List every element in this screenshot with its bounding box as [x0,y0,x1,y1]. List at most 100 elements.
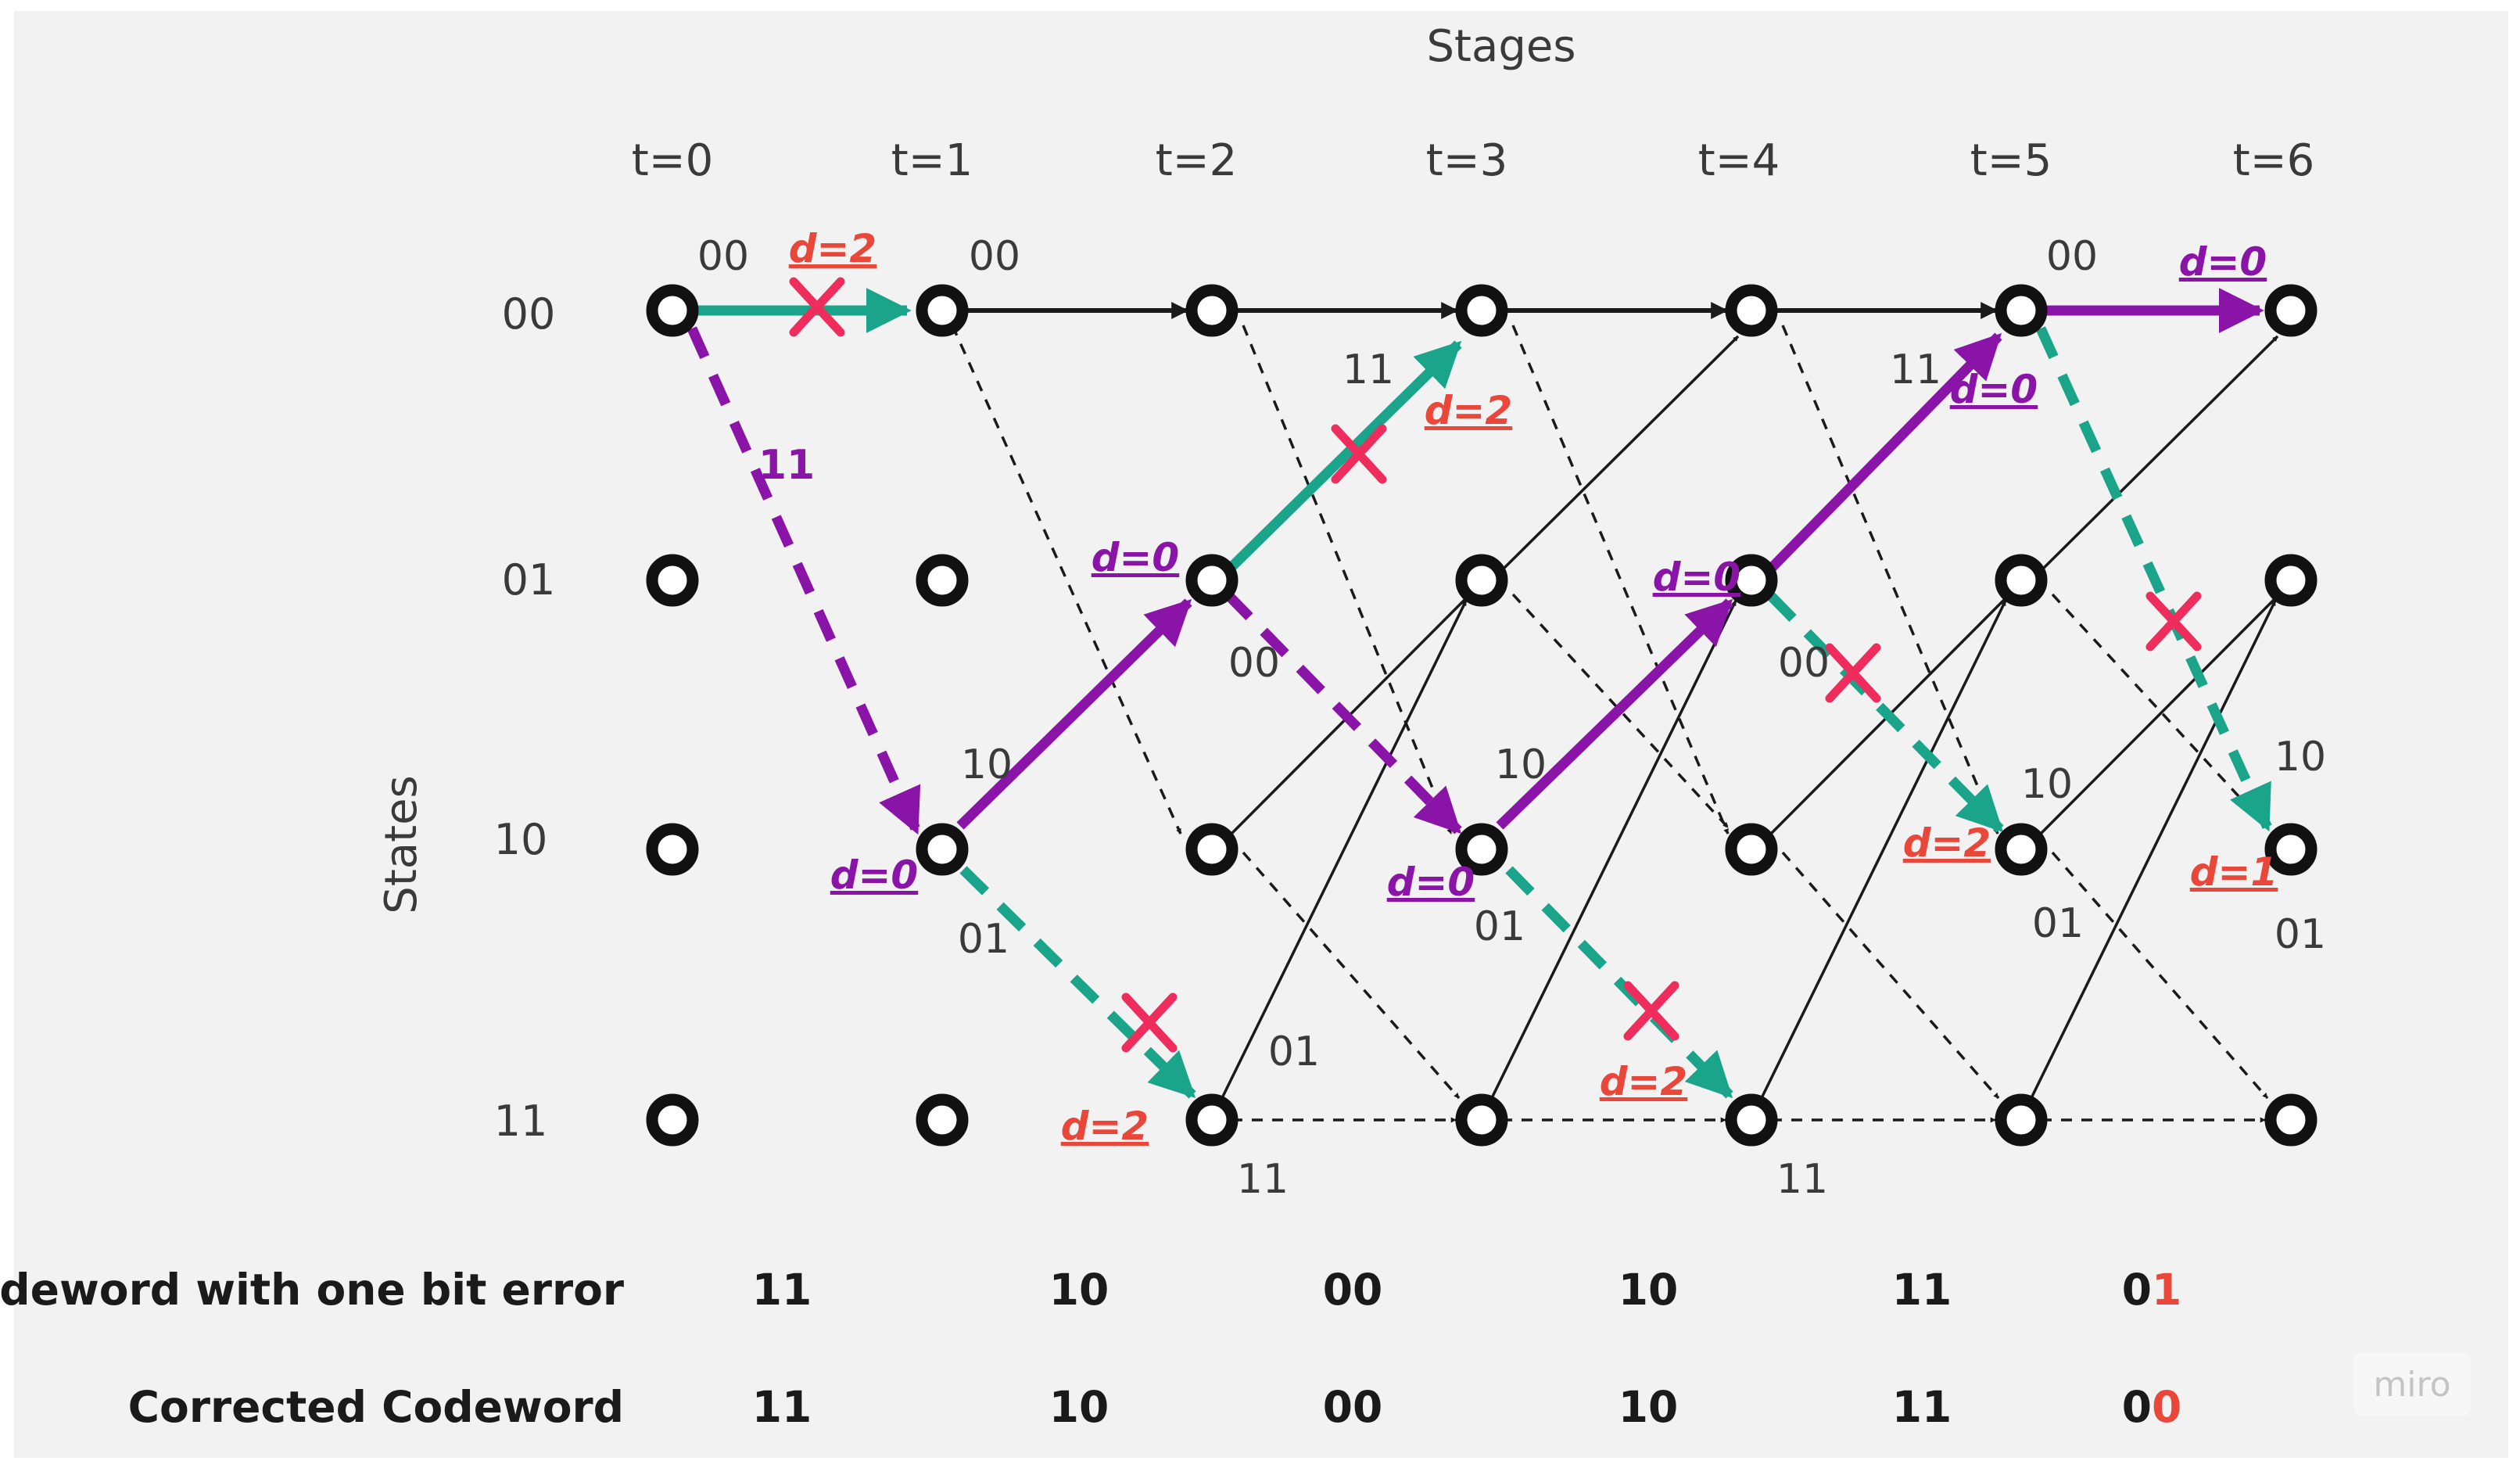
distance-label: d=2 [1061,1104,1149,1149]
cross-icon [1331,424,1387,484]
edge-dashed [1781,325,1999,834]
trellis-edges [951,302,2279,1123]
state-labels: 00 01 10 11 [494,289,556,1146]
node [1725,1093,1778,1147]
edge-label: 01 [2032,900,2084,947]
node [1185,823,1238,876]
distance-label: d=2 [789,226,876,271]
corrected-row-label: Corrected Codeword [128,1382,624,1432]
node [1455,554,1508,607]
watermark-box [2353,1353,2471,1416]
stage-label: t=1 [891,135,973,186]
state-label: 01 [502,555,556,605]
diagram-background [14,11,2508,1458]
edge-label: 01 [2274,911,2326,958]
distance-label: d=0 [1950,367,2038,412]
node [1995,1093,2048,1147]
edge-label: 10 [2274,734,2326,781]
error-row-label: Codeword with one bit error [0,1265,624,1315]
state-label: 11 [494,1097,548,1146]
edge-label: 11 [758,442,815,489]
distance-label: d=0 [830,852,918,898]
edge-dashed [2051,851,2269,1100]
edge-label: 01 [958,916,1009,963]
distance-label: d=0 [1653,555,1740,600]
stage-labels: t=0 t=1 t=2 t=3 t=4 t=5 t=6 [632,135,2315,186]
stage-label: t=6 [2233,135,2315,186]
survivor-branch [1765,332,2002,575]
distance-label: d=0 [2179,239,2267,285]
edge-solid [2039,335,2279,572]
node [2264,554,2317,607]
node [646,554,699,607]
rejected-branch [959,866,1196,1099]
edge-label: 10 [1495,741,1547,788]
distance-label: d=0 [1387,860,1475,905]
stages-title: Stages [1427,21,1576,72]
node [1185,1093,1238,1147]
edge-dashed [1242,325,1453,834]
node [1995,284,2048,337]
error-row-value: 10 [1618,1265,1679,1315]
cross-icon [1623,981,1679,1041]
distance-labels: d=2 d=0 d=2 d=0 d=0 d=0 d=0 d=0 d=2 d=1 … [789,226,2278,1149]
node [1725,554,1778,607]
corrected-row-value: 00 [1323,1382,1383,1432]
node [646,1093,699,1147]
cross-icon [789,277,845,337]
edge-label: 11 [1342,346,1394,393]
cross-icon [1121,992,1178,1053]
stage-label: t=5 [1970,135,2052,186]
node [1455,284,1508,337]
distance-label: d=1 [2190,849,2278,895]
corrected-row-value: 00 [2122,1382,2182,1432]
node [1725,284,1778,337]
node [916,554,969,607]
node [1455,1093,1508,1147]
error-row-value: 11 [752,1265,812,1315]
stage-label: t=4 [1698,135,1780,186]
rejected-branch [2036,326,2272,832]
edge-label: 00 [697,233,749,280]
edge-label: 11 [1237,1156,1289,1203]
node [646,284,699,337]
rejected-branch [1224,340,1462,575]
edge-label: 11 [1776,1156,1828,1203]
node [916,823,969,876]
edge-label: 00 [969,233,1020,280]
distance-label: d=2 [1600,1059,1687,1104]
node [1455,823,1508,876]
cross-icon [1825,643,1881,703]
survivor-path [687,288,2264,835]
node [1995,554,2048,607]
states-title: States [376,775,427,913]
edge-solid [2027,600,2277,1104]
rejected-branch [1505,866,1733,1099]
reject-crosses [789,277,2202,1053]
edge-label: 01 [1474,903,1525,950]
edge-label: 00 [2046,233,2098,280]
edge-label: 00 [1228,640,1280,687]
node [916,1093,969,1147]
error-row-value: 00 [1323,1265,1383,1315]
corrected-row-value: 10 [1618,1382,1679,1432]
stage-label: t=2 [1156,135,1238,186]
edge-solid [1218,600,1468,1104]
edge-label: 00 [1778,640,1830,687]
survivor-branch [1496,598,1733,830]
node [916,284,969,337]
node [646,823,699,876]
edge-label: 10 [2021,761,2073,808]
edge-dashed [1511,325,1730,834]
edge-label: 11 [1890,346,1941,393]
node [1995,823,2048,876]
error-row-value: 10 [1049,1265,1109,1315]
edge-solid [1488,600,1737,1104]
trellis-nodes [646,284,2317,1147]
survivor-branch [1224,590,1462,834]
edge-solid [1500,335,1740,572]
miro-watermark: miro [2353,1353,2471,1416]
codeword-rows: Codeword with one bit error 11 10 00 10 … [0,1265,2181,1432]
edge-solid [1758,600,2007,1104]
